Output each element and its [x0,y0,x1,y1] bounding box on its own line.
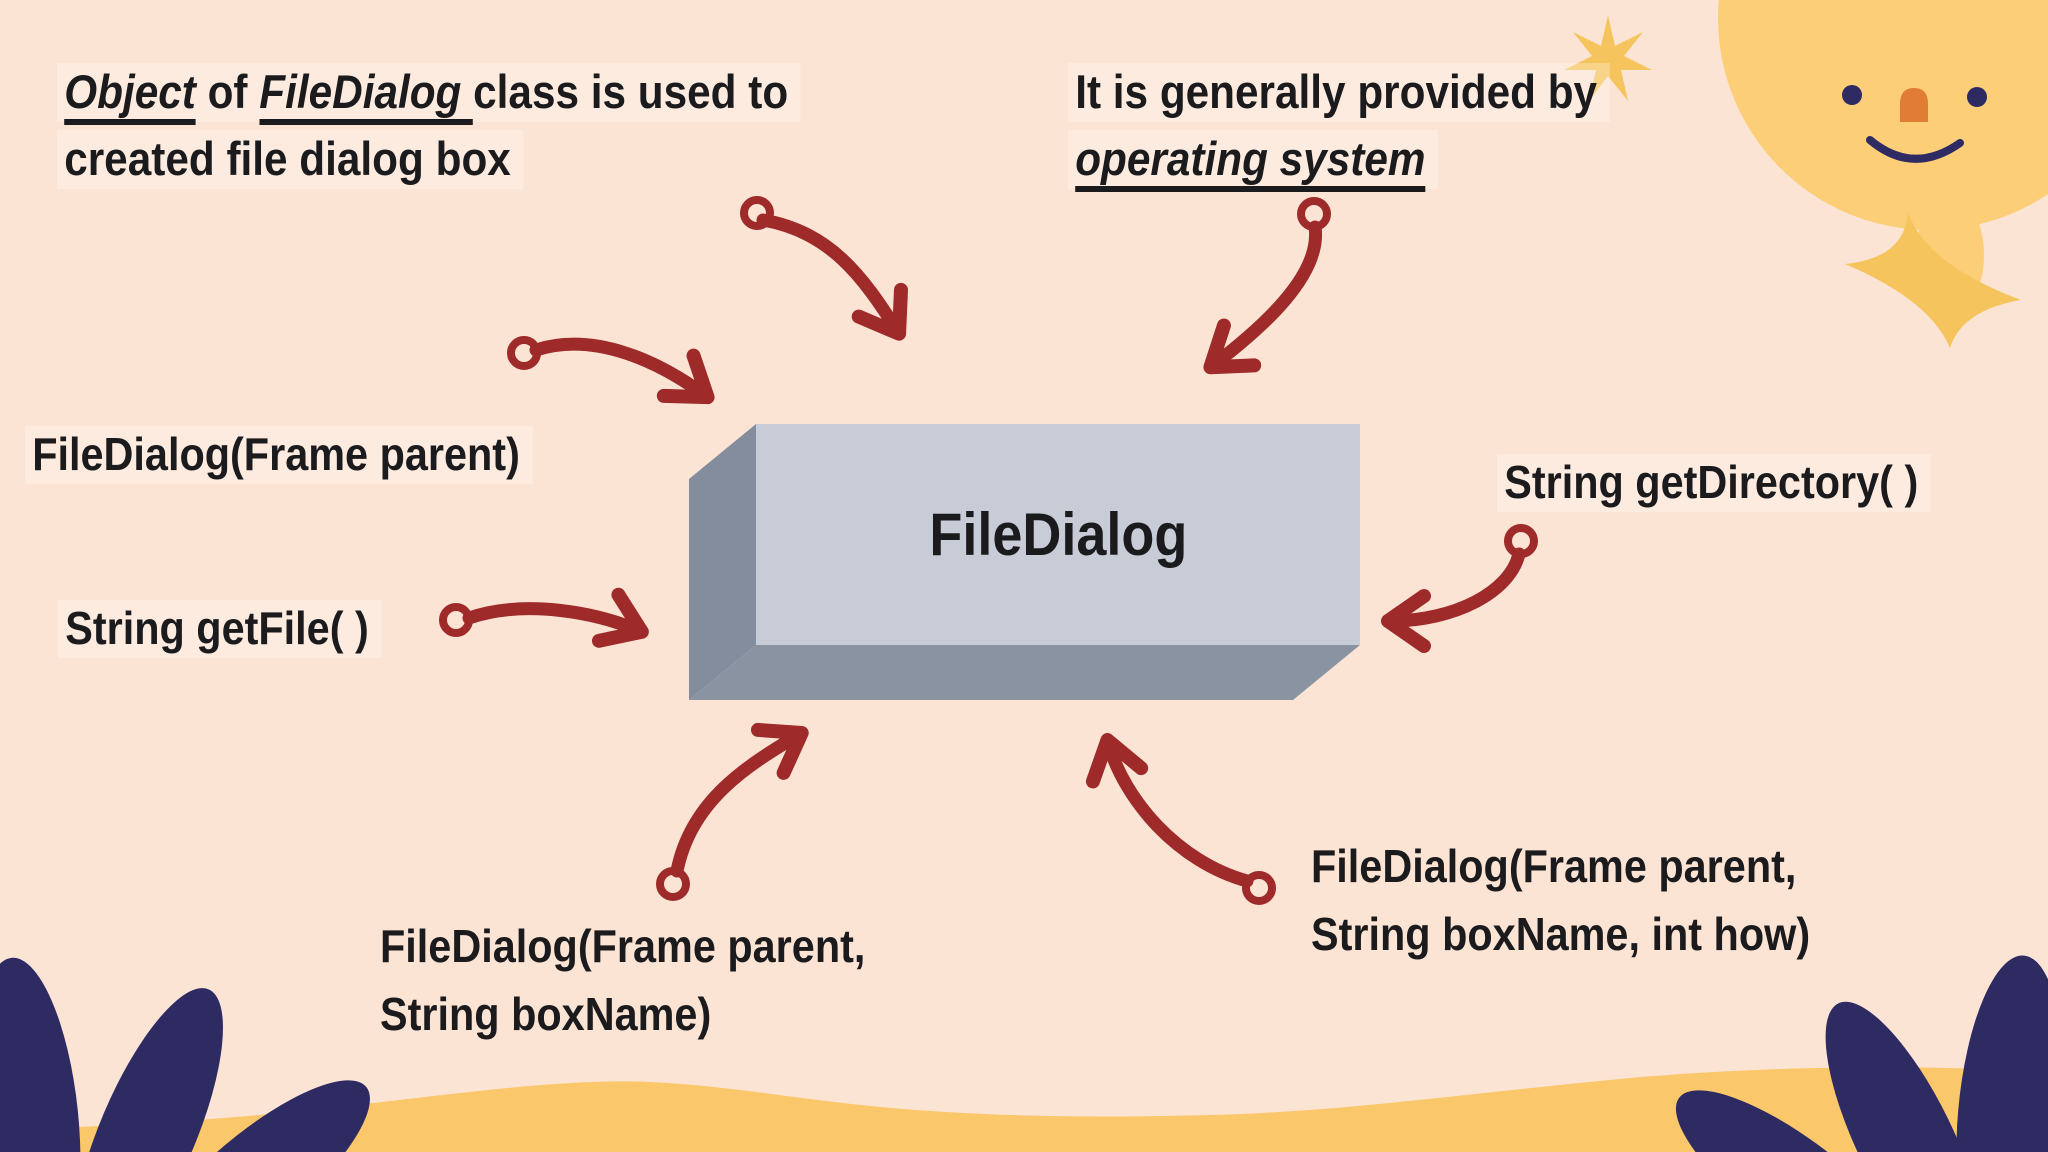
arrow-group [439,196,1538,905]
sun-eye-right [1967,87,1987,107]
note-os-line1: It is generally provided by [1068,58,1610,125]
wave-shape [0,1067,2048,1152]
label-constructor-frame-parent: FileDialog(Frame parent) [25,422,533,486]
note-object-line2: created file dialog box [57,125,801,192]
label-constructor-boxname-how: FileDialog(Frame parent, String boxName,… [1311,840,1811,960]
box-title-text: FileDialog [928,501,1188,568]
arrow-from-constructor1 [529,337,715,405]
burst-star-icon [1564,15,1652,101]
box-title: FileDialog [756,424,1360,645]
leaf-fan-icon [0,957,370,1152]
sun-smile [1866,136,1964,163]
note-object-class: Object of FileDialog class is used to cr… [57,58,801,192]
sun-eye-left [1842,85,1862,105]
sun-nose [1900,88,1928,122]
note-object-line1: Object of FileDialog class is used to [57,58,801,125]
label-getdirectory-method: String getDirectory( ) [1497,450,1931,514]
arrow-from-getfile [462,587,649,648]
arrow-from-constructor3 [1085,733,1254,888]
sparkle-star-icon [1845,212,2021,348]
sun-face-icon [1718,0,2048,315]
leaf-fan-icon [1675,955,2048,1152]
label-constructor-boxname: FileDialog(Frame parent, String boxName) [380,920,866,1040]
filedialog-box-shape [689,424,1360,700]
arrow-from-getdirectory [1381,547,1526,653]
note-operating-system: It is generally provided by operating sy… [1068,58,1610,192]
label-getfile-method: String getFile( ) [58,596,382,660]
arrow-from-constructor2 [670,722,809,878]
arrow-from-object-note [756,213,908,341]
note-os-line2: operating system [1068,125,1610,192]
arrow-from-os-note [1203,220,1322,375]
